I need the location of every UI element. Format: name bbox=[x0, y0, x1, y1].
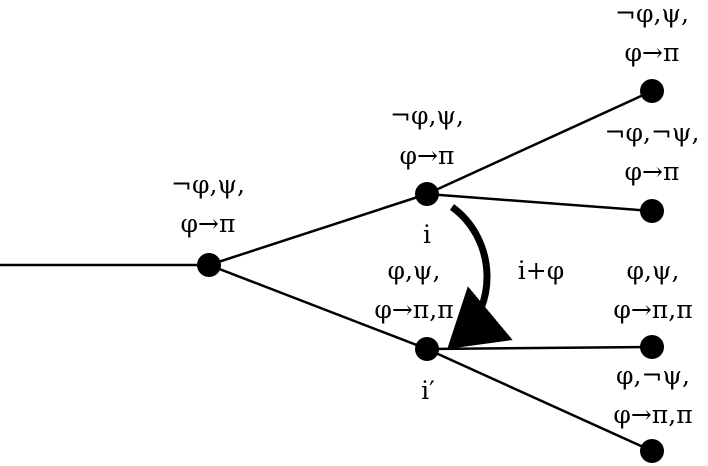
node-leaf2 bbox=[640, 199, 664, 223]
labels: ¬φ,ψ, φ→π ¬φ,ψ, φ→π i φ,ψ, φ→π,π i′ i+φ … bbox=[171, 0, 699, 429]
nodes bbox=[197, 79, 664, 463]
leaf2-label-line1: ¬φ,¬ψ, bbox=[605, 118, 700, 147]
leaf1-label-line1: ¬φ,ψ, bbox=[615, 0, 689, 28]
leaf2-label-line2: φ→π bbox=[625, 157, 680, 186]
node-i-prime bbox=[415, 337, 439, 361]
update-arrow-label: i+φ bbox=[518, 256, 564, 285]
i-label-line1: ¬φ,ψ, bbox=[390, 101, 464, 130]
i-prime-name: i′ bbox=[421, 376, 435, 405]
i-prime-label-line2: φ→π,π bbox=[374, 295, 453, 324]
edge-root-i bbox=[208, 192, 428, 267]
node-root bbox=[197, 253, 221, 277]
i-label-line2: φ→π bbox=[400, 141, 455, 170]
leaf4-label-line1: φ,¬ψ, bbox=[616, 361, 690, 390]
update-arrow bbox=[447, 204, 513, 349]
leaf3-label-line1: φ,ψ, bbox=[626, 256, 679, 285]
i-name: i bbox=[423, 220, 431, 249]
node-leaf1 bbox=[640, 79, 664, 103]
edge-i-leaf1 bbox=[426, 89, 653, 196]
node-leaf3 bbox=[640, 335, 664, 359]
leaf4-label-line2: φ→π,π bbox=[613, 400, 692, 429]
root-label-line2: φ→π bbox=[181, 209, 236, 238]
root-label-line1: ¬φ,ψ, bbox=[171, 170, 245, 199]
node-leaf4 bbox=[640, 439, 664, 463]
edge-i-leaf2 bbox=[426, 192, 653, 213]
edge-i-prime-leaf3 bbox=[426, 345, 653, 351]
i-prime-label-line1: φ,ψ, bbox=[387, 256, 440, 285]
edge-i-prime-leaf4 bbox=[426, 347, 653, 453]
leaf3-label-line2: φ→π,π bbox=[613, 295, 692, 324]
node-i bbox=[415, 182, 439, 206]
edge-root-i-prime bbox=[208, 263, 428, 351]
leaf1-label-line2: φ→π bbox=[625, 38, 680, 67]
